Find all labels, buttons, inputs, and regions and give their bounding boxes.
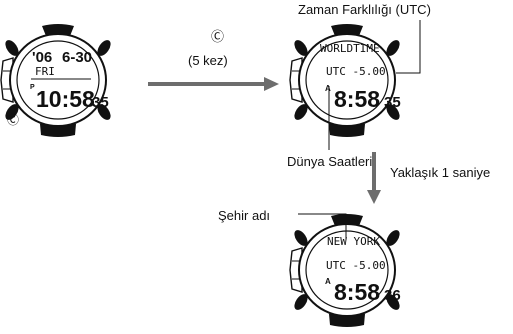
seconds-display: 36	[384, 287, 401, 304]
time-difference-leader	[396, 20, 421, 74]
utc-display: UTC -5.00	[326, 259, 386, 272]
watch-normal-time: '06 6-30 FRI P 10:58 35	[0, 23, 115, 138]
button-c-top-label: Ⓒ	[211, 29, 224, 44]
pm-indicator: P	[30, 84, 35, 91]
year-mark: '06	[32, 49, 52, 66]
seconds-display: 35	[384, 94, 401, 111]
watch-world-time: WORLDTIME UTC -5.00 A 8:58 35	[289, 23, 404, 138]
press-count-label: (5 kez)	[188, 53, 228, 68]
city-name-label: Şehir adı	[218, 208, 270, 223]
date-display: 6-30	[62, 49, 92, 66]
watch-city: NEW YORK UTC -5.00 A 8:58 36	[289, 213, 404, 328]
time-display: 8:58	[334, 86, 380, 112]
city-name-leader	[298, 213, 347, 239]
seconds-display: 35	[92, 94, 109, 111]
weekday-display: FRI	[35, 65, 55, 78]
button-c-left-label: Ⓒ	[7, 113, 19, 127]
arrow-vertical	[367, 152, 381, 204]
mode-display: WORLDTIME	[320, 42, 380, 55]
world-time-label: Dünya Saatleri	[287, 154, 372, 169]
utc-display: UTC -5.00	[326, 65, 386, 78]
time-display: 10:58	[36, 86, 95, 112]
city-display: NEW YORK	[327, 235, 380, 248]
am-indicator: A	[325, 277, 331, 286]
time-difference-label: Zaman Farklılığı (UTC)	[298, 2, 431, 17]
arrow-horizontal	[148, 77, 279, 91]
time-display: 8:58	[334, 279, 380, 305]
approx-wait-label: Yaklaşık 1 saniye	[390, 165, 490, 180]
am-indicator: A	[325, 84, 331, 93]
